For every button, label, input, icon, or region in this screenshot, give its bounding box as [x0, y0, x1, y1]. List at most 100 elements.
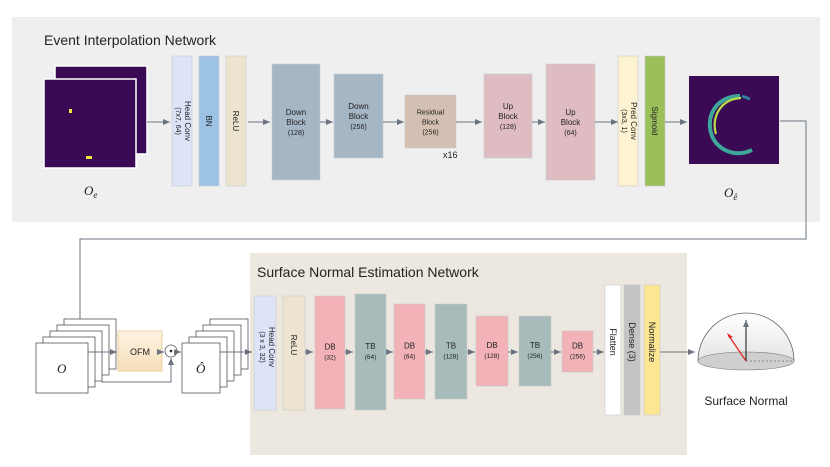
top-block-9: Sigmoid	[644, 55, 666, 187]
bottom-block-label-10: Dense (3)	[627, 322, 637, 362]
bottom-block-11: Normalize	[643, 284, 661, 416]
top-block-label-0: Head Conv	[183, 101, 192, 141]
top-block-sub-6: (128)	[500, 124, 516, 131]
bottom-block-5: TB (128)	[434, 303, 468, 400]
output-label-oe-hat: Oê	[724, 185, 737, 202]
top-block-label2-4: Block	[349, 112, 370, 121]
bottom-block-sub-7: (256)	[527, 353, 542, 360]
masked-frame-stack	[181, 318, 249, 394]
top-block-label-2: ReLU	[231, 111, 240, 132]
bottom-block-1: ReLU	[282, 295, 306, 411]
top-block-label-3: Down	[286, 108, 306, 117]
bottom-block-rect-11	[643, 284, 661, 416]
top-block-sub-7: (64)	[564, 130, 576, 137]
top-block-label2-6: Block	[498, 112, 519, 121]
bottom-block-label-1: ReLU	[289, 335, 298, 356]
top-block-rect-0	[171, 55, 193, 187]
top-block-1: BN	[198, 55, 220, 187]
bottom-block-2: DB (32)	[314, 295, 346, 410]
input-label-o: O	[57, 361, 67, 376]
bottom-block-label-6: DB	[486, 341, 497, 350]
bottom-block-sub-6: (128)	[484, 353, 499, 360]
bottom-block-sub-8: (256)	[570, 354, 585, 361]
bottom-block-10: Dense (3)	[623, 284, 641, 416]
bottom-block-rect-0	[253, 295, 277, 411]
bottom-block-rect-2	[314, 295, 346, 410]
surface-normal-hemisphere	[697, 312, 795, 371]
bottom-block-label-0: Head Conv	[267, 327, 276, 367]
masked-label-o-hat: Ô	[196, 361, 206, 376]
top-block-label2-5: Block	[422, 120, 440, 127]
bottom-block-label-3: TB	[365, 342, 375, 351]
bottom-block-8: DB (256)	[561, 330, 594, 373]
bottom-block-rect-9	[604, 284, 622, 416]
top-block-label2-3: Block	[286, 118, 307, 127]
top-block-rect-6	[483, 73, 533, 159]
bottom-block-rect-4	[393, 303, 426, 400]
event-interpolation-title: Event Interpolation Network	[44, 32, 217, 48]
bottom-block-label-7: TB	[530, 341, 540, 350]
bottom-arrows	[88, 349, 695, 383]
top-block-rect-8	[617, 55, 639, 187]
top-block-label-4: Down	[348, 102, 368, 111]
top-block-sub-8: (3x3, 1)	[620, 109, 627, 133]
bottom-block-6: DB (128)	[475, 315, 509, 387]
bottom-block-label-4: DB	[404, 342, 415, 351]
bottom-block-rect-10	[623, 284, 641, 416]
top-block-rect-4	[333, 73, 384, 159]
bottom-block-label-5: TB	[446, 342, 456, 351]
bottom-network-blocks: Head Conv(3 x 3, 32) ReLU DB (32) TB (64) DB (6…	[253, 284, 661, 416]
top-block-label-8: Pred Conv	[629, 102, 638, 140]
repeat-count-label: x16	[443, 150, 458, 160]
top-block-label-7: Up	[565, 108, 576, 117]
output-event-frame	[689, 76, 779, 164]
ofm-label: OFM	[130, 347, 150, 357]
top-block-rect-7	[545, 63, 596, 181]
top-block-label-9: Sigmoid	[650, 107, 659, 136]
top-block-sub-5: (256)	[422, 130, 438, 137]
bottom-block-4: DB (64)	[393, 303, 426, 400]
bottom-block-3: TB (64)	[354, 293, 387, 411]
bottom-block-9: Flatten	[604, 284, 622, 416]
top-block-label-5: Residual	[417, 110, 445, 117]
bottom-block-rect-8	[561, 330, 594, 373]
top-block-rect-5	[404, 94, 457, 149]
bottom-block-rect-3	[354, 293, 387, 411]
bottom-block-0: Head Conv(3 x 3, 32)	[253, 295, 277, 411]
ofm-block	[117, 330, 163, 372]
bottom-block-7: TB (256)	[518, 315, 552, 387]
bottom-block-rect-1	[282, 295, 306, 411]
bottom-block-rect-6	[475, 315, 509, 387]
bottom-block-label-2: DB	[324, 343, 335, 352]
top-block-rect-1	[198, 55, 220, 187]
top-block-label-1: BN	[204, 115, 213, 126]
bottom-block-sub-3: (64)	[365, 354, 377, 361]
bottom-block-label-8: DB	[572, 342, 583, 351]
input-frame-stack	[35, 318, 117, 394]
top-block-sub-4: (256)	[350, 124, 366, 131]
input-event-frames	[43, 65, 148, 169]
multiply-dot	[169, 349, 173, 353]
surface-normal-title: Surface Normal Estimation Network	[257, 264, 480, 280]
bottom-block-sub-4: (64)	[404, 354, 416, 361]
top-block-2: ReLU	[225, 55, 247, 187]
top-block-sub-3: (128)	[288, 130, 304, 137]
bottom-block-sub-5: (128)	[443, 354, 458, 361]
bottom-block-label-11: Normalize	[647, 322, 657, 363]
top-block-rect-9	[644, 55, 666, 187]
surface-normal-label: Surface Normal	[704, 394, 787, 408]
top-block-rect-2	[225, 55, 247, 187]
bottom-block-rect-7	[518, 315, 552, 387]
top-block-label2-7: Block	[561, 118, 582, 127]
top-block-0: Head Conv(7x7, 64)	[171, 55, 193, 187]
bottom-block-label-9: Flatten	[608, 328, 618, 356]
bottom-block-rect-5	[434, 303, 468, 400]
bottom-block-sub-2: (32)	[324, 355, 336, 362]
